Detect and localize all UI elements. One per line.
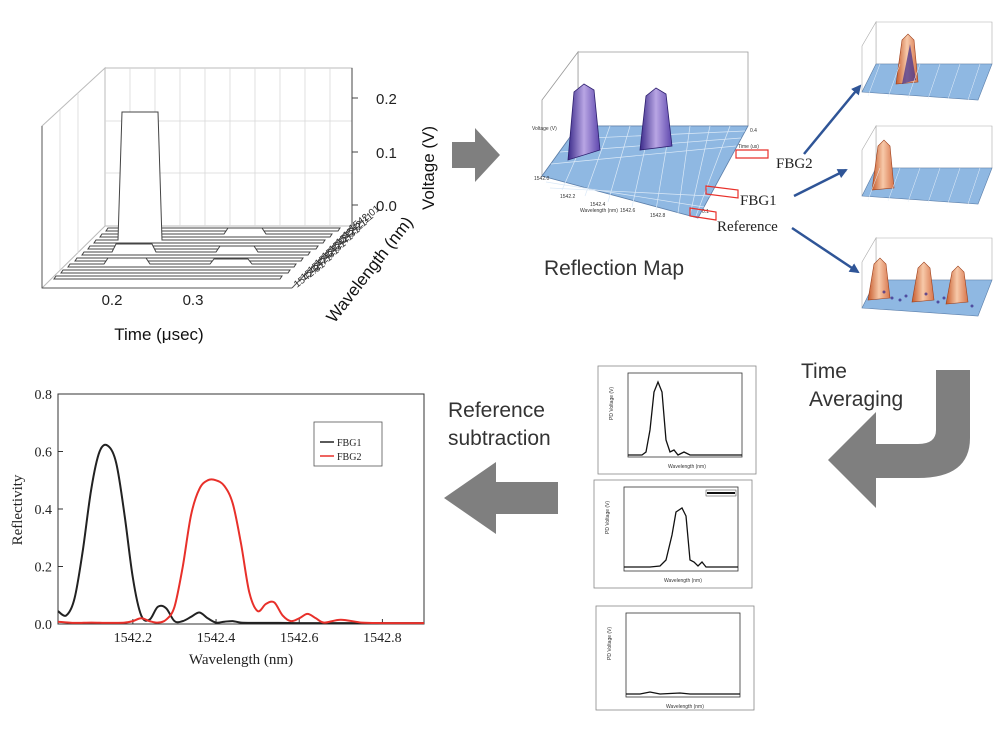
thumbnail-peak <box>945 265 969 305</box>
voltage-axis-label: Voltage (V) <box>419 126 438 210</box>
chart-ticks: 1542.2 1542.4 1542.6 1542.8 0.0 0.2 0.4 0.6 0.8 <box>35 388 402 646</box>
waterfall-floor-edge <box>291 225 353 289</box>
map-axis-labels: Voltage (V) 1542.0 1542.2 1542.4 1542.6 … <box>532 126 759 219</box>
y-tick-label: 0.6 <box>35 446 53 461</box>
flow-arrow-right <box>452 128 500 182</box>
thumbnail-surface <box>861 63 993 101</box>
svg-text:1542.6: 1542.6 <box>620 208 636 214</box>
thumbnail-peak <box>871 139 895 191</box>
label-reference: Reference <box>717 219 778 235</box>
reflection-map-label: Reflection Map <box>544 257 684 280</box>
flow-arrow-reference <box>791 226 860 274</box>
chart-series <box>57 443 424 625</box>
thumbnail-peak <box>911 261 935 303</box>
voltage-tick-label: 0.0 <box>376 198 397 215</box>
time-axis-label: Time (μsec) <box>114 325 203 344</box>
thumbnail-fbg1 <box>861 124 993 205</box>
x-tick-label: 1542.4 <box>197 631 236 646</box>
voltage-tick-label: 0.1 <box>376 145 397 162</box>
small-plot-fbg: PD Voltage (V) Wavelength (nm) <box>597 365 757 475</box>
svg-text:Voltage (V): Voltage (V) <box>532 126 557 132</box>
series-line-fbg1 <box>57 443 424 625</box>
thumbnail-reference <box>861 236 993 317</box>
small-plot-trace <box>628 380 742 456</box>
thumbnail-fbg2 <box>861 20 993 101</box>
waterfall-trace <box>93 111 326 244</box>
label-fbg2: FBG2 <box>776 156 813 172</box>
svg-text:0.1: 0.1 <box>702 209 709 215</box>
svg-text:PD Voltage (V): PD Voltage (V) <box>609 387 615 420</box>
series-line-fbg2 <box>57 478 424 625</box>
reflection-map: Voltage (V) 1542.0 1542.2 1542.4 1542.6 … <box>532 50 769 280</box>
svg-text:Wavelength (nm): Wavelength (nm) <box>580 208 618 214</box>
svg-text:Wavelength (nm): Wavelength (nm) <box>668 464 706 470</box>
waterfall-trace <box>105 227 341 232</box>
waterfall-grid <box>59 68 352 270</box>
small-plot-legend <box>705 489 737 497</box>
map-peak-fbg1 <box>567 83 601 161</box>
waterfall-trace <box>60 269 291 274</box>
svg-text:Wavelength (nm): Wavelength (nm) <box>666 704 704 710</box>
legend-label-fbg2: FBG2 <box>337 452 361 463</box>
small-plot-trace <box>626 691 740 695</box>
svg-text:0.4: 0.4 <box>750 128 757 134</box>
x-tick-label: 1542.2 <box>114 631 153 646</box>
bent-flow-arrow <box>828 370 970 508</box>
waterfall-trace <box>81 243 311 256</box>
time-averaging-label: Averaging <box>809 388 903 411</box>
flow-arrow-fbg1 <box>793 168 848 198</box>
reference-subtraction-label: subtraction <box>448 427 551 450</box>
y-tick-label: 0.8 <box>35 388 53 403</box>
svg-text:Time (us): Time (us) <box>738 144 759 150</box>
chart-xlabel: Wavelength (nm) <box>189 652 293 668</box>
slice-marker-fbg1 <box>705 185 739 199</box>
svg-text:1542.2: 1542.2 <box>560 194 576 200</box>
svg-text:PD Voltage (V): PD Voltage (V) <box>605 501 611 534</box>
map-slice-markers <box>689 149 769 221</box>
map-peak-fbg2 <box>639 87 673 151</box>
x-tick-label: 1542.8 <box>363 631 402 646</box>
legend-label-fbg1: FBG1 <box>337 438 361 449</box>
svg-text:Wavelength (nm): Wavelength (nm) <box>664 578 702 584</box>
chart-legend: FBG1 FBG2 <box>313 421 383 467</box>
svg-text:1542.4: 1542.4 <box>590 202 606 208</box>
label-fbg1: FBG1 <box>740 193 777 209</box>
thumbnail-surface <box>861 167 993 205</box>
small-plot-trace <box>624 507 738 568</box>
chart-ylabel: Reflectivity <box>10 474 26 545</box>
voltage-tick-label: 0.2 <box>376 91 397 108</box>
y-tick-label: 0.0 <box>35 618 53 633</box>
voltage-axis-ticks <box>352 97 358 206</box>
chart-legend-box <box>313 421 383 467</box>
voltage-waterfall-plot: 0.2 0.1 0.0 Voltage (V) 0.2 0.3 Time (μs… <box>41 66 438 344</box>
small-plot-reference: PD Voltage (V) Wavelength (nm) <box>595 605 755 711</box>
thumbnail-peak <box>867 257 891 301</box>
svg-text:1542.8: 1542.8 <box>650 213 666 219</box>
slice-marker-reference <box>689 207 717 221</box>
time-tick-label: 0.2 <box>102 292 123 309</box>
svg-text:PD Voltage (V): PD Voltage (V) <box>607 627 613 660</box>
y-tick-label: 0.2 <box>35 561 53 576</box>
svg-text:1542.0: 1542.0 <box>534 176 550 182</box>
slice-marker-fbg2 <box>735 149 769 159</box>
small-plot-fbg-2: PD Voltage (V) Wavelength (nm) <box>593 479 753 589</box>
waterfall-trace <box>53 275 283 280</box>
y-tick-label: 0.4 <box>35 503 53 518</box>
waterfall-traces <box>53 111 341 280</box>
flow-arrow-fbg2 <box>803 84 862 155</box>
flow-arrow-left <box>444 462 558 534</box>
time-tick-label: 0.3 <box>183 292 204 309</box>
waterfall-trace <box>67 257 297 268</box>
time-averaging-label: Time <box>801 360 847 383</box>
x-tick-label: 1542.6 <box>280 631 319 646</box>
reference-subtraction-label: Reference <box>448 399 545 422</box>
